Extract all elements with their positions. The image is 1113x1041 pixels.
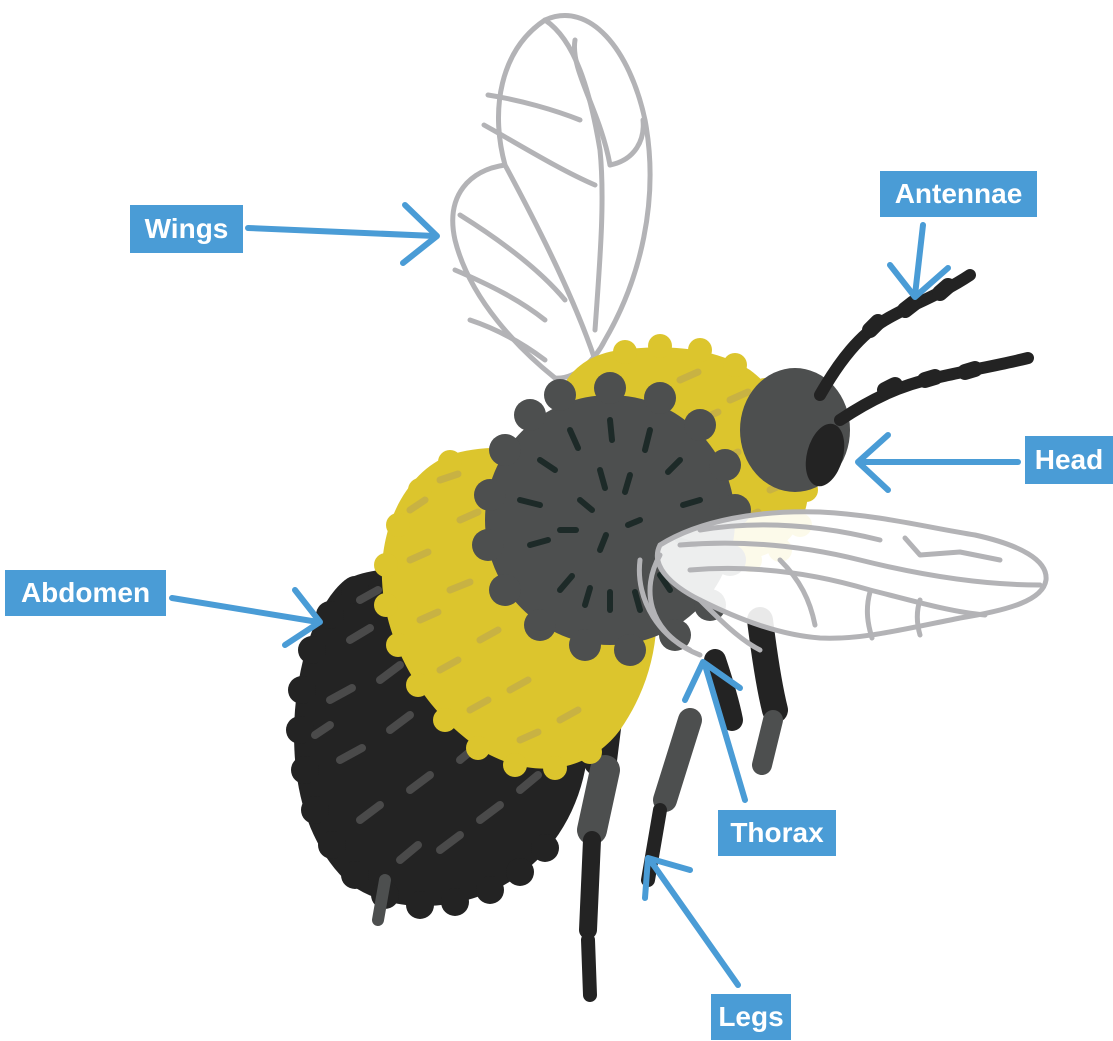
front-wing [639,512,1046,655]
label-thorax: Thorax [718,810,836,856]
label-abdomen: Abdomen [5,570,166,616]
label-head: Head [1025,436,1113,484]
antennae [820,275,1028,420]
wings-arrow [248,205,437,263]
back-wing [453,16,650,379]
label-antennae: Antennae [880,171,1037,217]
head-arrow [858,435,1018,490]
head [740,368,851,492]
stinger [378,880,385,920]
abdomen-arrow [172,590,320,645]
legs-arrow [645,858,738,985]
label-wings: Wings [130,205,243,253]
label-legs: Legs [711,994,791,1040]
